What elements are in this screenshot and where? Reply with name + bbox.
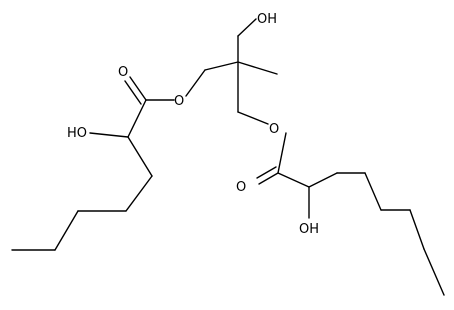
bond (237, 18, 257, 37)
oh-right-label: OH (299, 222, 319, 237)
bond (237, 111, 269, 125)
bond (364, 172, 382, 211)
bonds (11, 18, 445, 296)
bond (277, 132, 287, 174)
bond (124, 80, 142, 105)
bond (423, 248, 445, 296)
carbonyl-oxygen-left-label: O (118, 65, 128, 80)
bond (277, 172, 310, 188)
bond (125, 175, 153, 212)
ester-oxygen-left-label: O (174, 94, 184, 109)
bond (54, 210, 79, 251)
bond (256, 166, 277, 179)
bond (129, 76, 147, 101)
bond (127, 136, 153, 177)
bond (204, 61, 239, 71)
carbonyl-oxygen-right-label: O (236, 180, 246, 195)
bond (185, 69, 206, 97)
bond (89, 132, 129, 138)
atom-labels: OH O O O O HO OH (67, 12, 319, 237)
bond (237, 61, 278, 75)
bond (127, 99, 147, 138)
ho-left-label: HO (67, 126, 87, 141)
bond (308, 172, 338, 188)
oh-top-label: OH (257, 12, 277, 27)
bond (258, 172, 279, 185)
bond (409, 209, 425, 250)
ester-oxygen-right-label: O (269, 122, 279, 137)
